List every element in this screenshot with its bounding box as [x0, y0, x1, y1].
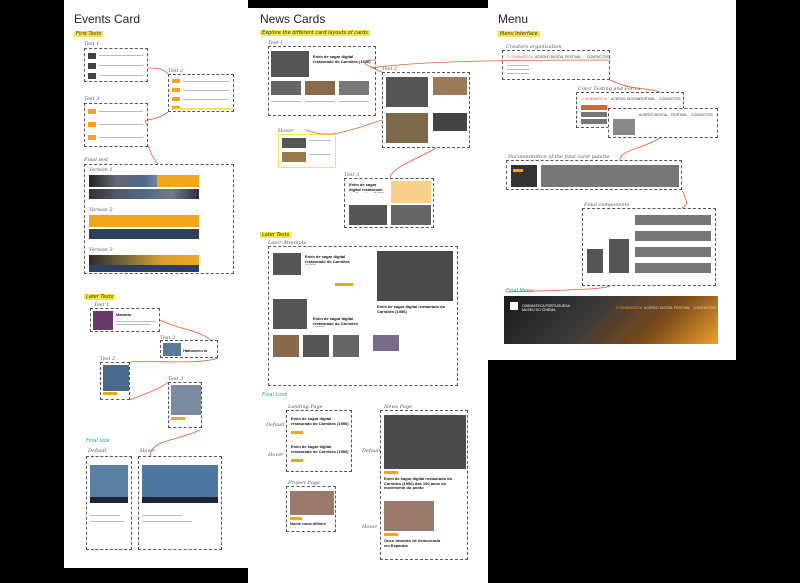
events-default-label: Default	[88, 448, 107, 454]
events-version3-label: Version 3	[89, 247, 113, 253]
news-test1-label: Test 1	[268, 40, 284, 46]
menu-final-components-box	[582, 208, 716, 286]
events-version2-label: Version 2	[89, 207, 113, 213]
events-later-test2-card: Halloween is Pass	[160, 340, 218, 358]
events-later-test3-label: Test 2	[100, 356, 116, 362]
events-final-test-label: Final test	[84, 157, 109, 163]
events-title: Events Card	[74, 12, 141, 26]
menu-title: Menu	[498, 12, 529, 26]
news-title: News Cards	[260, 12, 326, 26]
news-project-page-label: Project Page	[288, 480, 320, 486]
news-explore-tag: Explore the different card layouts of ca…	[260, 30, 370, 36]
menu-final-menu-preview: CINEMATECA PORTUGUESA MUSEU DO CINEMA O …	[504, 296, 718, 344]
news-hover-lbl: Hover	[268, 452, 284, 458]
events-later-test1-label: Test 1	[94, 302, 110, 308]
events-test1-label: Test 1	[84, 41, 100, 47]
events-panel: Events Card First Tests Test 1 Test 2 Te…	[64, 0, 248, 568]
events-final-default-card	[86, 456, 132, 550]
news-news-page-label: News Page	[384, 404, 413, 410]
events-final-hover-card	[138, 456, 222, 550]
menu-color-testing-box-2: ACERVO DIGITAL FESTIVAL CONTACTOS	[608, 108, 718, 138]
events-later-test3-card	[100, 362, 130, 400]
events-final-look-tag: Final look	[86, 438, 110, 444]
news-test3-label: Test 3	[344, 172, 360, 178]
menu-brand: CINEMATECA PORTUGUESA MUSEU DO CINEMA	[522, 304, 570, 313]
news-test2-label: Test 2	[382, 66, 398, 72]
menu-final-menu-tag: Final Menu	[506, 288, 534, 294]
news-final-look-tag: Final Look	[262, 392, 288, 398]
menu-creator-label: Creators organization	[506, 44, 562, 50]
events-later-test1-card: Mamma	[90, 308, 160, 332]
events-later-test4-label: Test 3	[168, 376, 184, 382]
news-default-headline: Onco dezedes de democracia em Espanha	[384, 539, 441, 548]
menu-interface-tag: Menu Interface	[498, 31, 540, 37]
menu-color-testing-label: Color Testing and Forms	[578, 86, 641, 92]
news-test1-card: Enim de sagar digital restaurado do Carn…	[268, 46, 376, 116]
news-default-label-2: Default	[362, 448, 381, 454]
events-later-tests-tag: Later Tests	[84, 294, 116, 300]
menu-creator-box: O CINEMATECA ACERVO DIGITAL FESTIVAL CON…	[502, 50, 610, 80]
news-panel: News Cards Explore the different card la…	[248, 8, 488, 583]
news-landing-card: Enim de sagar digital restaurado do Carn…	[286, 410, 352, 472]
news-test2-card	[382, 72, 470, 148]
news-news-page-card: Enim de sagar digital restaurado do Carn…	[380, 410, 468, 560]
news-hover-label-2: Hover	[362, 524, 378, 530]
events-later-card-title: Mamma	[116, 313, 131, 317]
events-test2-card	[168, 74, 234, 112]
events-later-test4-card	[168, 382, 202, 428]
news-hover-label: Hover	[278, 128, 294, 134]
news-landing-page-label: Landing Page	[288, 404, 323, 410]
menu-documentation-box	[506, 160, 682, 190]
events-version1-label: Version 1	[89, 167, 113, 173]
news-test3-card: Enim de sagar digital restaurado do Carn…	[344, 178, 434, 228]
news-hover-card	[278, 134, 336, 168]
news-later-tests-tag: Later Tests	[260, 232, 292, 238]
menu-documentation-label: Documentation of the final color palette	[508, 154, 610, 160]
events-test3-label: Test 3	[84, 96, 100, 102]
menu-panel: Menu Menu Interface Creators organizatio…	[488, 0, 736, 360]
events-final-test-box: Version 1 Version 2 Version 3	[84, 164, 234, 274]
events-hover-label: Hover	[140, 448, 156, 454]
events-test2-label: Test 2	[168, 68, 184, 74]
events-first-tests-tag: First Tests	[74, 31, 104, 37]
news-later-tests-box: Enim de sagar digital restaurado do Carn…	[268, 246, 458, 386]
events-later-card2-title: Halloween is Pass	[183, 349, 208, 354]
news-later-sub-label: Later Attempts	[268, 240, 307, 246]
news-big-headline: Enim de sagar digital restaurado do Carn…	[384, 477, 453, 491]
events-test3-card	[84, 103, 148, 147]
menu-final-components-label: Final components	[584, 202, 630, 208]
news-default-label: Default	[266, 422, 285, 428]
events-test1-card	[84, 48, 148, 82]
